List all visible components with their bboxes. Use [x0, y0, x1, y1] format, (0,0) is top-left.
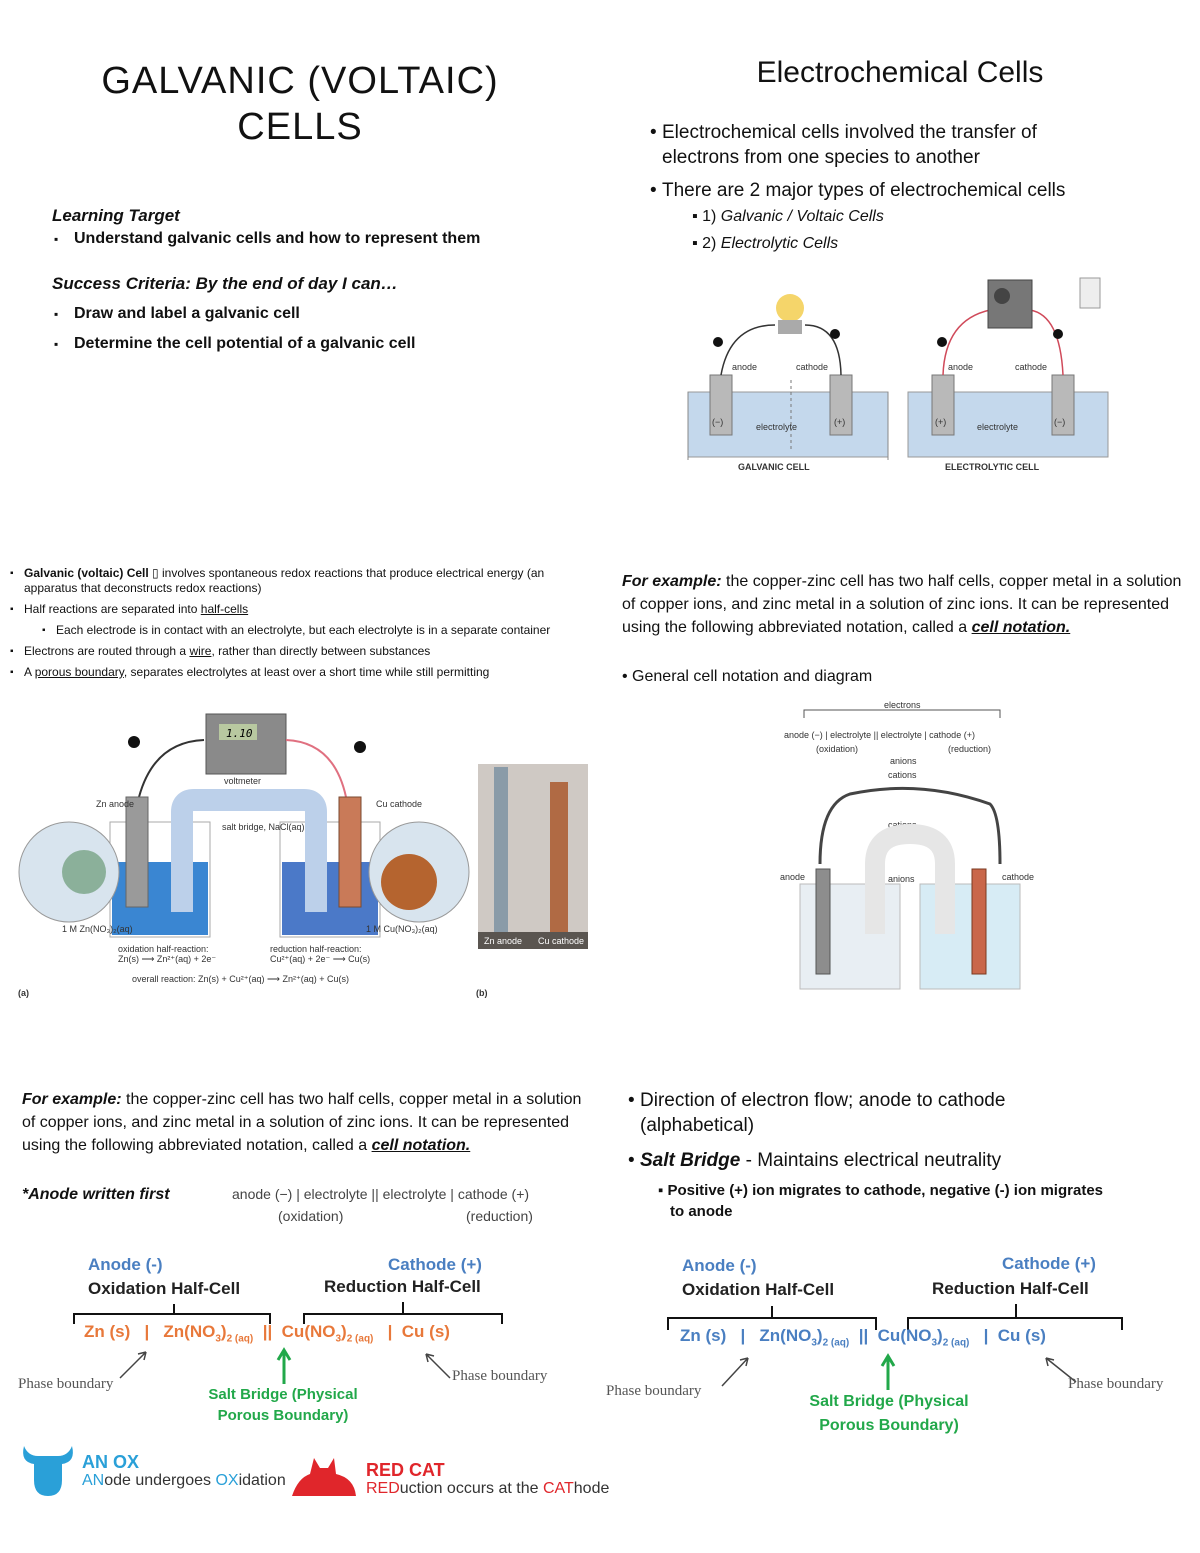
bullet-porous-boundary: A porous boundary, separates electrolyte…: [10, 665, 564, 680]
svg-text:Cu²⁺(aq) + 2e⁻ ⟶ Cu(s): Cu²⁺(aq) + 2e⁻ ⟶ Cu(s): [270, 954, 370, 964]
voltmeter-icon: [205, 713, 287, 775]
general-cell-diagram: electrons anode (−) | electrolyte || ele…: [780, 700, 1034, 990]
reduction-half-cell-left: Reduction Half-Cell: [324, 1277, 481, 1296]
svg-text:Zn anode: Zn anode: [484, 936, 522, 946]
svg-text:ELECTROLYTIC CELL: ELECTROLYTIC CELL: [945, 462, 1040, 472]
svg-text:Cu cathode: Cu cathode: [538, 936, 584, 946]
ox-logo-icon: [23, 1446, 73, 1496]
svg-text:reduction half-reaction:: reduction half-reaction:: [270, 944, 362, 954]
oxidation-half-cell-left: Oxidation Half-Cell: [88, 1279, 241, 1298]
red-cat-description: REDuction occurs at the CAThode: [366, 1480, 610, 1497]
svg-text:(oxidation): (oxidation): [816, 744, 858, 754]
bullet-electron-transfer: Electrochemical cells involved the trans…: [650, 120, 1037, 170]
svg-text:overall reaction: Zn(s) + Cu²⁺: overall reaction: Zn(s) + Cu²⁺(aq) ⟶ Zn²…: [132, 974, 349, 984]
svg-text:anode (−) | electrolyte ||: anode (−) | electrolyte || electrolyte |…: [784, 730, 975, 740]
bullet-galvanic-definition: Galvanic (voltaic) Cell ▯ involves spont…: [10, 566, 564, 596]
svg-text:GALVANIC CELL: GALVANIC CELL: [738, 462, 810, 472]
svg-text:cathode: cathode: [796, 362, 828, 372]
reduction-half-cell-right: Reduction Half-Cell: [932, 1279, 1089, 1298]
svg-text:1 M Zn(NO₃)₂(aq): 1 M Zn(NO₃)₂(aq): [62, 924, 133, 934]
an-ox-description: ANode undergoes OXidation: [82, 1472, 286, 1489]
svg-text:anode: anode: [780, 872, 805, 882]
oxidation-half-cell-right: Oxidation Half-Cell: [682, 1280, 835, 1299]
bullet-electron-direction: Direction of electron flow; anode to cat…: [628, 1088, 1005, 1138]
svg-text:electrolyte: electrolyte: [977, 422, 1018, 432]
cell-notation-right: Zn (s) | Zn(NO3)2 (aq) || Cu(NO3)2 (aq) …: [680, 1326, 1046, 1349]
cell-notation-left: Zn (s) | Zn(NO3)2 (aq) || Cu(NO3)2 (aq) …: [84, 1322, 450, 1345]
power-supply-icon: [987, 279, 1033, 329]
an-ox-title: AN OX: [82, 1452, 140, 1472]
type-galvanic: ▪ 1) Galvanic / Voltaic Cells: [692, 208, 884, 225]
svg-text:voltmeter: voltmeter: [224, 776, 261, 786]
general-notation-bullet: • General cell notation and diagram: [622, 668, 873, 685]
svg-text:(−): (−): [1054, 417, 1065, 427]
arrows-right: [721, 1353, 1077, 1390]
arrows-left: [119, 1347, 451, 1384]
galvanic-cell-diagram: anode cathode (−) (+) electrolyte GALVAN…: [687, 294, 889, 472]
type-electrolytic: ▪ 2) Electrolytic Cells: [692, 235, 839, 252]
svg-text:cathode: cathode: [1002, 872, 1034, 882]
phase-boundary-label-left-1: Phase boundary: [18, 1376, 114, 1392]
success-criteria-heading: Success Criteria: By the end of day I ca…: [52, 274, 398, 293]
cathode-label-right: Cathode (+): [1002, 1254, 1096, 1273]
svg-text:1 M Cu(NO₃)₂(aq): 1 M Cu(NO₃)₂(aq): [366, 924, 438, 934]
bracket-right: [667, 1304, 1123, 1330]
red-cat-title: RED CAT: [366, 1460, 445, 1480]
learning-target-item: Understand galvanic cells and how to rep…: [54, 230, 480, 248]
bullet-half-cells: Half reactions are separated into half-c…: [10, 602, 564, 617]
svg-text:(a): (a): [18, 988, 29, 998]
bullet-ion-migration: ▪ Positive (+) ion migrates to cathode, …: [658, 1182, 1103, 1220]
lightbulb-icon: [776, 294, 804, 322]
anode-label-right: Anode (-): [682, 1256, 757, 1275]
bullet-wire: Electrons are routed through a wire, rat…: [10, 644, 564, 659]
phase-boundary-label-left-2: Phase boundary: [452, 1368, 548, 1384]
electrolytic-cell-diagram: anode cathode (+) (−) electrolyte ELECTR…: [907, 277, 1109, 472]
example-paragraph-bottom: For example: the copper-zinc cell has tw…: [22, 1091, 582, 1154]
svg-text:(−): (−): [712, 417, 723, 427]
page-title: GALVANIC (VOLTAIC) CELLS: [101, 60, 499, 148]
svg-text:anode: anode: [948, 362, 973, 372]
bracket-left: [73, 1302, 503, 1324]
learning-target-heading: Learning Target: [52, 206, 180, 225]
oxidation-tag: (oxidation): [278, 1208, 344, 1224]
success-item-1: Draw and label a galvanic cell: [54, 305, 300, 323]
bullet-salt-bridge: Salt Bridge - Maintains electrical neutr…: [628, 1148, 1001, 1173]
cat-logo-icon: [292, 1458, 356, 1496]
svg-text:Cu cathode: Cu cathode: [376, 799, 422, 809]
svg-text:(+): (+): [834, 417, 845, 427]
phase-boundary-label-right-1: Phase boundary: [606, 1383, 702, 1399]
galvanic-vs-electrolytic-diagram: anode cathode (−) (+) electrolyte GALVAN…: [687, 277, 1109, 472]
anode-written-first-note: *Anode written first: [22, 1186, 170, 1203]
galvanic-bullets: Galvanic (voltaic) Cell ▯ involves spont…: [10, 566, 564, 680]
zn-cu-galvanic-cell-figure: 1.10 voltmeter salt bridge, NaCl(aq) Zn …: [18, 713, 588, 998]
svg-text:electrolyte: electrolyte: [756, 422, 797, 432]
cathode-label-left: Cathode (+): [388, 1255, 482, 1274]
wall-outlet-icon: [1079, 277, 1101, 309]
svg-text:anions: anions: [890, 756, 917, 766]
svg-text:(b): (b): [476, 988, 488, 998]
svg-text:anode: anode: [732, 362, 757, 372]
section-title-electrochemical: Electrochemical Cells: [756, 56, 1044, 89]
bullet-two-types: There are 2 major types of electrochemic…: [650, 178, 1065, 203]
svg-text:(reduction): (reduction): [948, 744, 991, 754]
example-paragraph-top: For example: the copper-zinc cell has tw…: [622, 573, 1182, 636]
svg-text:anions: anions: [888, 874, 915, 884]
svg-text:cathode: cathode: [1015, 362, 1047, 372]
anode-label-left: Anode (-): [88, 1255, 163, 1274]
phase-boundary-label-right-2: Phase boundary: [1068, 1376, 1164, 1392]
general-notation-line: anode (−) | electrolyte || electrolyte |…: [232, 1186, 530, 1202]
svg-text:salt bridge, NaCl(aq): salt bridge, NaCl(aq): [222, 822, 305, 832]
svg-text:cations: cations: [888, 770, 917, 780]
bullet-electrode-contact: Each electrode is in contact with an ele…: [42, 623, 564, 638]
svg-text:1.10: 1.10: [226, 727, 253, 740]
success-item-2: Determine the cell potential of a galvan…: [54, 335, 415, 353]
svg-text:electrons: electrons: [884, 700, 921, 710]
svg-text:oxidation half-reaction:: oxidation half-reaction:: [118, 944, 209, 954]
reduction-tag: (reduction): [466, 1208, 533, 1224]
svg-text:Zn anode: Zn anode: [96, 799, 134, 809]
svg-text:(+): (+): [935, 417, 946, 427]
svg-text:Zn(s) ⟶ Zn²⁺(aq) + 2e⁻: Zn(s) ⟶ Zn²⁺(aq) + 2e⁻: [118, 954, 216, 964]
